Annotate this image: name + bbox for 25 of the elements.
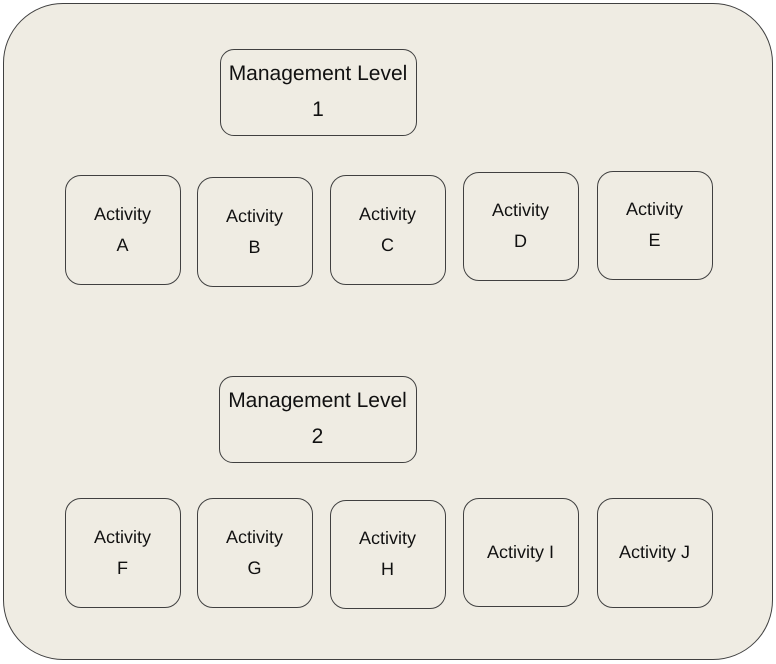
outer-panel [3, 3, 773, 660]
management-label: Management Level 2 [227, 388, 408, 450]
activity-label: Activity D [490, 199, 550, 253]
activity-box [462, 498, 578, 606]
activity-label: Activity I [486, 540, 555, 564]
activity-label: Activity H [358, 527, 417, 581]
activity-box [64, 498, 180, 608]
management-box [220, 48, 416, 136]
activity-label: Activity J [618, 541, 690, 564]
activity-box [330, 174, 446, 284]
activity-box [462, 172, 578, 280]
activity-label: Activity A [92, 202, 152, 256]
management-box [218, 376, 416, 462]
activity-box [196, 176, 312, 286]
activity-label: Activity B [224, 204, 284, 258]
activity-box [596, 170, 712, 280]
activity-label: Activity E [624, 198, 684, 252]
activity-label: Activity F [92, 526, 152, 580]
activity-label: Activity C [358, 202, 417, 256]
activity-box [596, 498, 712, 608]
activity-box [330, 500, 446, 608]
management-label: Management Level 1 [228, 61, 408, 123]
activity-box [196, 498, 312, 608]
activity-box [64, 174, 180, 284]
activity-label: Activity G [224, 526, 284, 580]
